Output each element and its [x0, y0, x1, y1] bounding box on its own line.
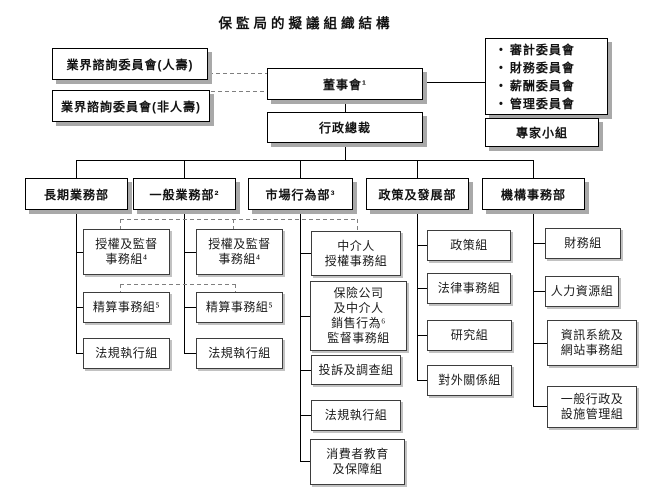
- box-unit-human-resources: 人力資源組: [545, 276, 619, 307]
- box-unit-it-systems-website: 資訊系統及 網站事務組: [547, 320, 637, 366]
- box-advisory-committee-life: 業界諮詢委員會(人壽): [52, 48, 208, 80]
- box-unit-authorization-supervision-1: 授權及監督 事務組⁴: [83, 229, 170, 275]
- box-unit-actuarial-1: 精算事務組⁵: [83, 292, 170, 323]
- box-division-general-business: 一般業務部²: [133, 178, 236, 210]
- box-unit-intermediary-authorization: 中介人 授權事務組: [311, 231, 401, 276]
- list-item-committee: • 管理委員會: [499, 95, 575, 113]
- dashed-connector-lines: [119, 72, 359, 292]
- committee-label: 管理委員會: [509, 96, 575, 111]
- box-unit-sales-conduct-supervision: 保險公司 及中介人 銷售行為⁶ 監督事務組: [310, 281, 407, 351]
- box-advisory-committee-non-life: 業界諮詢委員會(非人壽): [52, 90, 210, 122]
- committee-label: 審計委員會: [509, 42, 575, 57]
- box-division-long-term-business: 長期業務部: [25, 178, 128, 210]
- box-division-market-conduct: 市場行為部³: [248, 178, 353, 210]
- box-unit-policy: 政策組: [427, 230, 511, 261]
- list-item-committee: • 財務委員會: [499, 59, 575, 77]
- box-unit-authorization-supervision-2: 授權及監督 事務組⁴: [196, 229, 283, 275]
- bullet-icon: •: [499, 43, 504, 56]
- box-unit-research: 研究組: [427, 320, 512, 351]
- box-expert-panel: 專家小組: [485, 118, 599, 147]
- bullet-icon: •: [499, 79, 504, 92]
- box-unit-external-relations: 對外關係組: [427, 365, 512, 396]
- committee-label: 財務委員會: [509, 60, 575, 75]
- box-unit-legal-affairs: 法律事務組: [427, 273, 511, 304]
- chart-title: 保監局的擬議組織結構: [218, 16, 394, 31]
- box-unit-consumer-education-protection: 消費者教育 及保障組: [310, 439, 405, 485]
- box-unit-general-admin-facilities: 一般行政及 設施管理組: [547, 386, 637, 428]
- box-division-policy-development: 政策及發展部: [366, 178, 469, 210]
- box-governing-board: 董事會¹: [267, 68, 423, 100]
- list-item-committee: • 審計委員會: [499, 41, 575, 59]
- committee-label: 薪酬委員會: [509, 78, 575, 93]
- box-unit-complaints-investigation: 投訴及調查組: [311, 355, 401, 385]
- bullet-icon: •: [499, 61, 504, 74]
- list-item-committee: • 薪酬委員會: [499, 77, 575, 95]
- box-unit-enforcement-1: 法規執行組: [83, 338, 170, 369]
- solid-connector-lines: [76, 82, 547, 462]
- box-unit-enforcement-3: 法規執行組: [311, 400, 401, 431]
- box-unit-actuarial-2: 精算事務組⁵: [196, 292, 283, 323]
- box-unit-finance: 財務組: [545, 228, 621, 259]
- box-chief-executive: 行政總裁: [267, 112, 423, 143]
- box-board-committees-list: • 審計委員會 • 財務委員會 • 薪酬委員會 • 管理委員會: [485, 38, 608, 115]
- box-unit-enforcement-2: 法規執行組: [196, 338, 283, 369]
- bullet-icon: •: [499, 97, 504, 110]
- box-division-corporate-affairs: 機構事務部: [482, 178, 585, 210]
